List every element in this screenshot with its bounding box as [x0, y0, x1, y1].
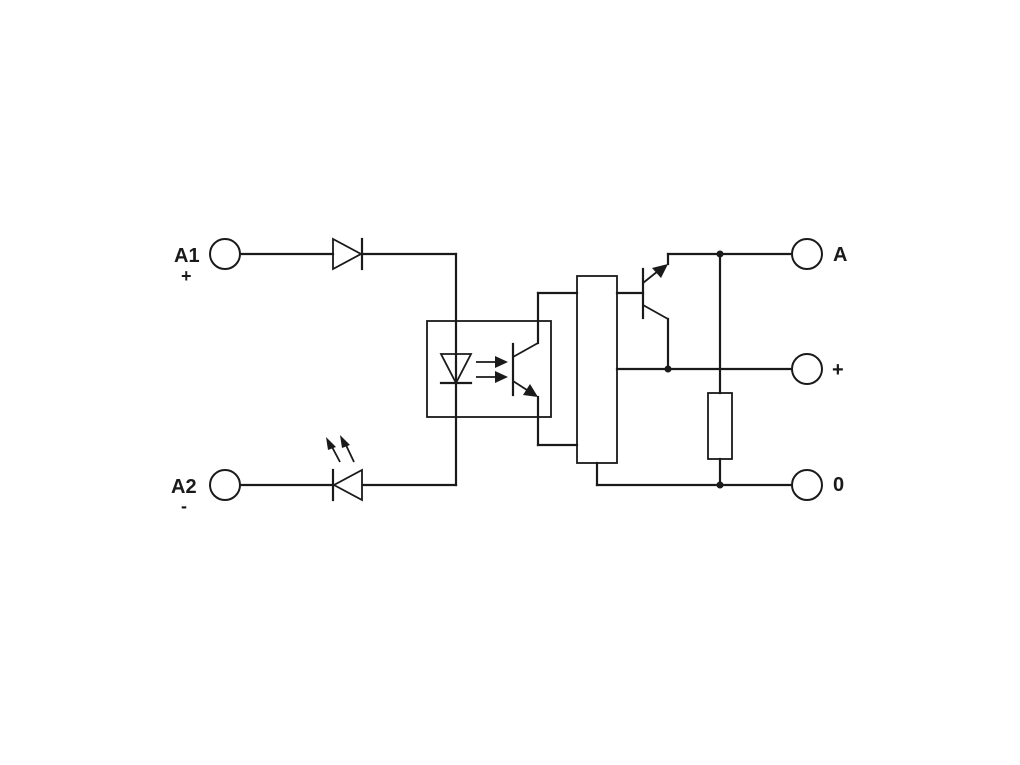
status-led-icon	[326, 435, 363, 502]
output-wiring	[595, 250, 794, 489]
label-zero: 0	[833, 474, 844, 496]
label-a1: A1	[174, 245, 200, 267]
input-wiring	[238, 252, 458, 487]
resistor-icon	[707, 392, 733, 460]
terminal-a2	[209, 469, 241, 501]
label-a1-polarity: +	[181, 266, 192, 286]
label-a: A	[833, 244, 847, 266]
terminal-plus	[791, 353, 823, 385]
label-a2: A2	[171, 476, 197, 498]
optocoupler	[426, 291, 552, 447]
driver-block	[536, 275, 670, 487]
terminal-a1	[209, 238, 241, 270]
protection-diode-icon	[332, 237, 364, 271]
terminal-a	[791, 238, 823, 270]
terminal-zero	[791, 469, 823, 501]
label-plus: +	[832, 359, 844, 381]
output-transistor-icon	[641, 252, 670, 371]
label-a2-polarity: -	[181, 496, 187, 516]
